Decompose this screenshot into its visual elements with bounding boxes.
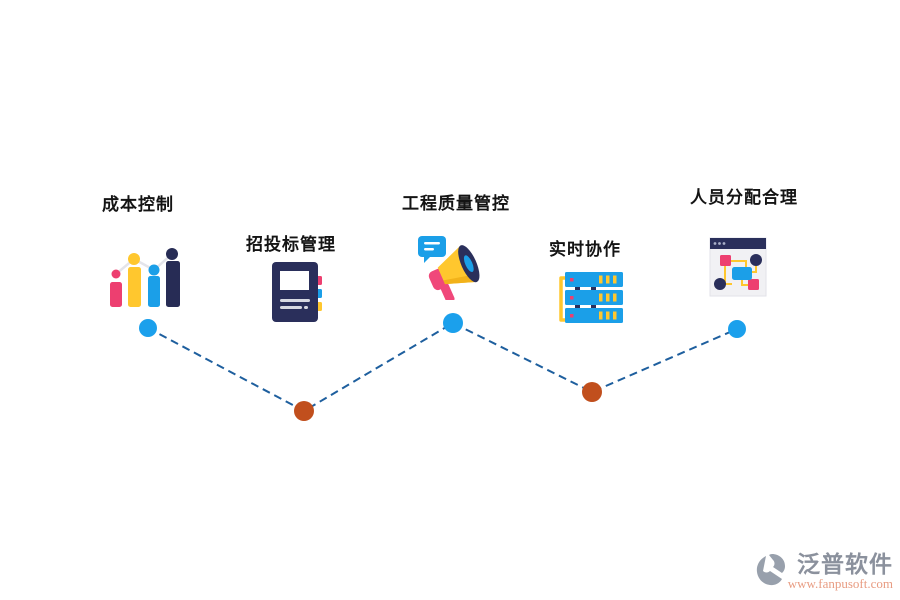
node-dot-1 [139, 319, 157, 337]
item-label-realtime-collaboration: 实时协作 [549, 240, 621, 259]
server-sync-icon [553, 268, 625, 333]
megaphone-icon [413, 228, 487, 305]
fanpu-logo-icon [756, 553, 786, 592]
watermark-url: www.fanpusoft.com [787, 576, 893, 591]
node-dot-4 [582, 382, 602, 402]
flowchart-window-icon [706, 234, 770, 303]
node-dot-2 [294, 401, 314, 421]
bar-chart-icon [105, 247, 185, 314]
item-label-personnel-allocation: 人员分配合理 [690, 188, 798, 207]
item-label-cost-control: 成本控制 [102, 195, 174, 214]
item-label-quality-control: 工程质量管控 [402, 194, 510, 213]
notebook-icon [268, 258, 324, 331]
item-label-bidding-management: 招投标管理 [246, 235, 336, 254]
node-dot-5 [728, 320, 746, 338]
watermark: 泛普软件 www.fanpusoft.com [756, 551, 893, 592]
watermark-brand: 泛普软件 [797, 551, 893, 577]
node-dot-3 [443, 313, 463, 333]
